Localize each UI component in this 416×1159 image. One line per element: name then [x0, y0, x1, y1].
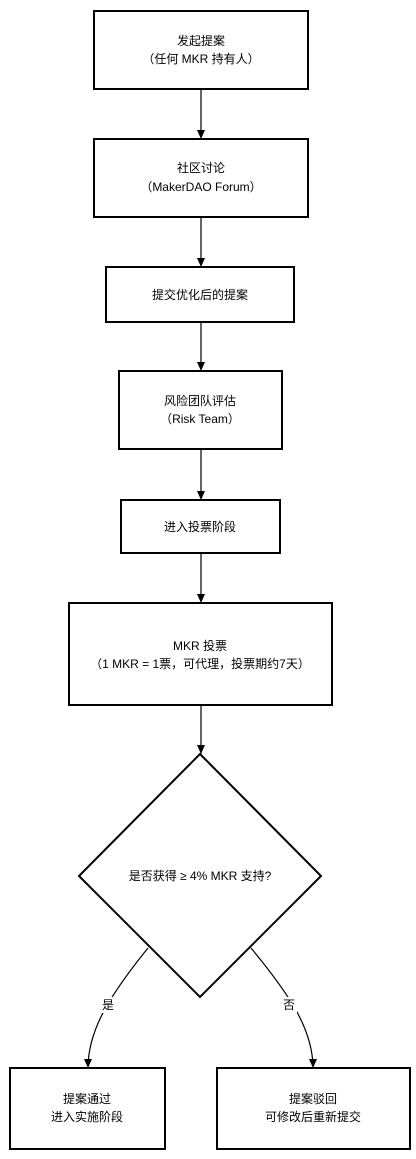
edge-yes-label: 是	[102, 998, 114, 1012]
node-rejected-line2: 可修改后重新提交	[265, 1109, 361, 1124]
node-rejected: 提案驳回 可修改后重新提交	[216, 1067, 411, 1150]
edge-yes-label-bg	[100, 997, 116, 1013]
edge-no-label: 否	[283, 998, 295, 1012]
node-submit-line1: 提交优化后的提案	[152, 287, 248, 302]
node-passed: 提案通过 进入实施阶段	[9, 1067, 166, 1150]
node-decision-line1: 是否获得 ≥ 4% MKR 支持?	[129, 868, 272, 883]
edge-no-label-bg	[281, 997, 297, 1013]
node-voting-phase-line1: 进入投票阶段	[164, 519, 236, 534]
node-voting-phase: 进入投票阶段	[120, 499, 281, 554]
node-decision: 是否获得 ≥ 4% MKR 支持?	[77, 752, 323, 999]
node-rejected-line1: 提案驳回	[289, 1091, 337, 1106]
node-vote: MKR 投票 （1 MKR = 1票，可代理，投票期约7天）	[68, 602, 333, 706]
edge-decision-to-passed	[84, 947, 149, 1069]
node-risk-line2: （Risk Team）	[160, 412, 240, 426]
node-discuss-line2: （MakerDAO Forum）	[140, 180, 261, 194]
node-propose: 发起提案 （任何 MKR 持有人）	[93, 10, 309, 90]
node-risk-line1: 风险团队评估	[164, 393, 236, 408]
node-vote-line1: MKR 投票	[173, 638, 227, 653]
node-risk: 风险团队评估 （Risk Team）	[118, 370, 283, 450]
node-propose-line1: 发起提案	[177, 33, 225, 48]
node-submit: 提交优化后的提案	[105, 266, 295, 323]
node-vote-line2: （1 MKR = 1票，可代理，投票期约7天）	[90, 656, 310, 671]
node-passed-line1: 提案通过	[63, 1091, 111, 1106]
node-discuss: 社区讨论 （MakerDAO Forum）	[93, 138, 309, 218]
node-discuss-line1: 社区讨论	[177, 160, 225, 175]
node-passed-line2: 进入实施阶段	[51, 1109, 123, 1124]
node-propose-line2: （任何 MKR 持有人）	[142, 51, 259, 66]
